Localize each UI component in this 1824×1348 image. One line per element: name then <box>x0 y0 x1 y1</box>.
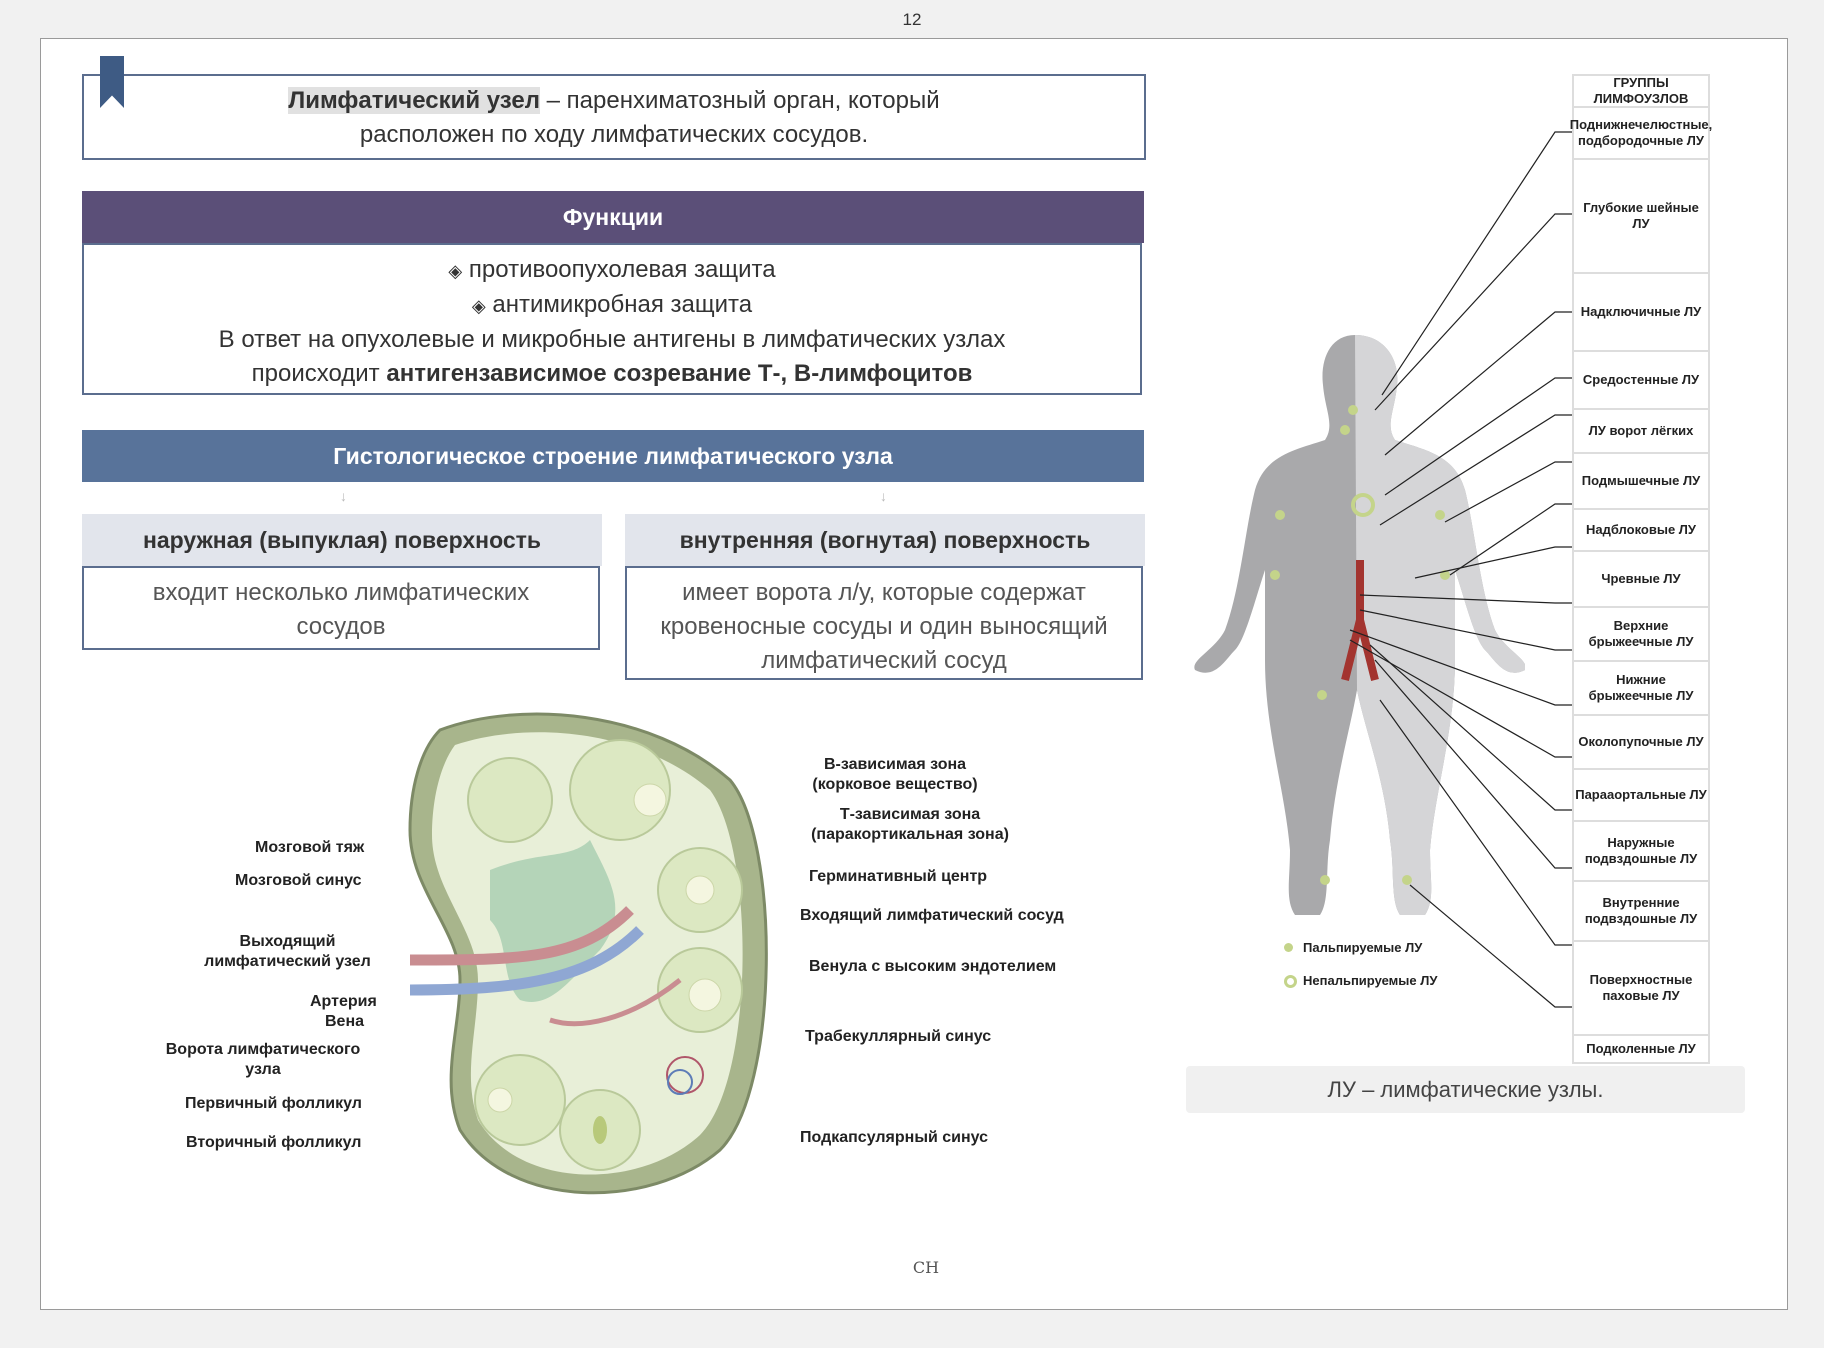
label-germinal-center: Герминативный центр <box>809 868 988 885</box>
label-hilum: Ворота лимфатического узла <box>165 1041 361 1078</box>
palpable-dot-icon <box>1284 943 1293 952</box>
nonpalpable-ring-icon <box>1284 975 1297 989</box>
page-number: 12 <box>902 10 922 29</box>
group-item: Подмышечные ЛУ <box>1572 454 1710 510</box>
legend-palpable: Пальпируемые ЛУ <box>1284 940 1422 955</box>
caption: ЛУ – лимфатические узлы. <box>1186 1066 1745 1113</box>
label-vein: Вена <box>325 1013 365 1030</box>
functions-text: В ответ на опухолевые и микробные антиге… <box>218 326 1006 353</box>
label-secondary-follicle: Вторичный фолликул <box>186 1134 362 1151</box>
function-item: ◈ противоопухолевая защита <box>448 256 776 283</box>
germinal-center <box>487 1087 513 1113</box>
group-item: Парааортальные ЛУ <box>1572 770 1710 822</box>
arrow-down-icon: ↓ <box>880 488 887 504</box>
group-item: Наружные подвздошные ЛУ <box>1572 822 1710 882</box>
label-trabecular-sinus: Трабекуллярный синус <box>805 1028 992 1045</box>
functions-box: ◈ противоопухолевая защита ◈ антимикробн… <box>82 243 1142 395</box>
outer-surface-title: наружная (выпуклая) поверхность <box>82 514 602 566</box>
group-item: Поднижнечелюстные, подбородочные ЛУ <box>1570 108 1712 160</box>
group-item: Чревные ЛУ <box>1572 552 1710 608</box>
lymph-node-illustration <box>408 712 768 1195</box>
group-item: Нижние брыжеечные ЛУ <box>1572 662 1710 716</box>
groups-header: ГРУППЫ ЛИМФОУЗЛОВ <box>1572 74 1710 108</box>
group-item: Глубокие шейные ЛУ <box>1572 160 1710 274</box>
label-b-zone: В-зависимая зона (корковое вещество) <box>812 756 978 793</box>
inner-surface-box: имеет ворота л/у, которые содержат крове… <box>625 566 1143 680</box>
definition-box: Лимфатический узел – паренхиматозный орг… <box>82 56 1146 160</box>
footer-logo: CH <box>912 1258 940 1277</box>
germinal-center <box>688 978 722 1012</box>
group-item: ЛУ ворот лёгких <box>1572 410 1710 454</box>
label-artery: Артерия <box>310 993 377 1010</box>
functions-text-line2: происходит антигензависимое созревание Т… <box>251 360 973 387</box>
label-t-zone: Т-зависимая зона (паракортикальная зона) <box>811 806 1009 843</box>
group-item: Поверхностные паховые ЛУ <box>1572 942 1710 1036</box>
body-silhouette-illustration <box>1194 335 1525 915</box>
group-item: Средостенные ЛУ <box>1572 352 1710 410</box>
label-subcapsular-sinus: Подкапсулярный синус <box>800 1129 989 1146</box>
functions-title: Функции <box>82 191 1144 243</box>
legend-nonpalpable: Непальпируемые ЛУ <box>1284 973 1437 989</box>
definition-text: – паренхиматозный орган, который <box>540 87 940 114</box>
group-item: Верхние брыжеечные ЛУ <box>1572 608 1710 662</box>
label-afferent-vessel: Входящий лимфатический сосуд <box>800 907 1064 924</box>
inner-surface-title: внутренняя (вогнутая) поверхность <box>625 514 1145 566</box>
group-item: Околопупочные ЛУ <box>1572 716 1710 770</box>
label-efferent-vessel: Выходящий лимфатический узел <box>204 933 371 970</box>
label-primary-follicle: Первичный фолликул <box>185 1095 362 1112</box>
germinal-center <box>593 1116 607 1144</box>
germinal-center <box>633 783 667 817</box>
follicle <box>474 1054 566 1146</box>
label-hev: Венула с высоким эндотелием <box>809 958 1057 975</box>
label-medullary-sinus: Мозговой синус <box>235 872 362 889</box>
diamond-bullet-icon: ◈ <box>448 261 463 281</box>
function-item: ◈ антимикробная защита <box>471 291 753 318</box>
node-groups-table: ГРУППЫ ЛИМФОУЗЛОВ Поднижнечелюстные, под… <box>1570 74 1712 1064</box>
definition-text-line2: расположен по ходу лимфатических сосудов… <box>359 121 869 148</box>
group-item: Подколенные ЛУ <box>1572 1036 1710 1064</box>
follicle <box>467 757 553 843</box>
definition-term: Лимфатический узел <box>288 87 540 114</box>
arrow-down-icon: ↓ <box>340 488 347 504</box>
germinal-center <box>685 875 715 905</box>
label-medullary-cord: Мозговой тяж <box>255 839 365 856</box>
group-item: Внутренние подвздошные ЛУ <box>1572 882 1710 942</box>
diamond-bullet-icon: ◈ <box>471 296 486 316</box>
outer-surface-box: входит несколько лимфатических сосудов <box>82 566 600 650</box>
group-item: Надключичные ЛУ <box>1572 274 1710 352</box>
group-item: Надблоковые ЛУ <box>1572 510 1710 552</box>
histology-title: Гистологическое строение лимфатического … <box>82 430 1144 482</box>
